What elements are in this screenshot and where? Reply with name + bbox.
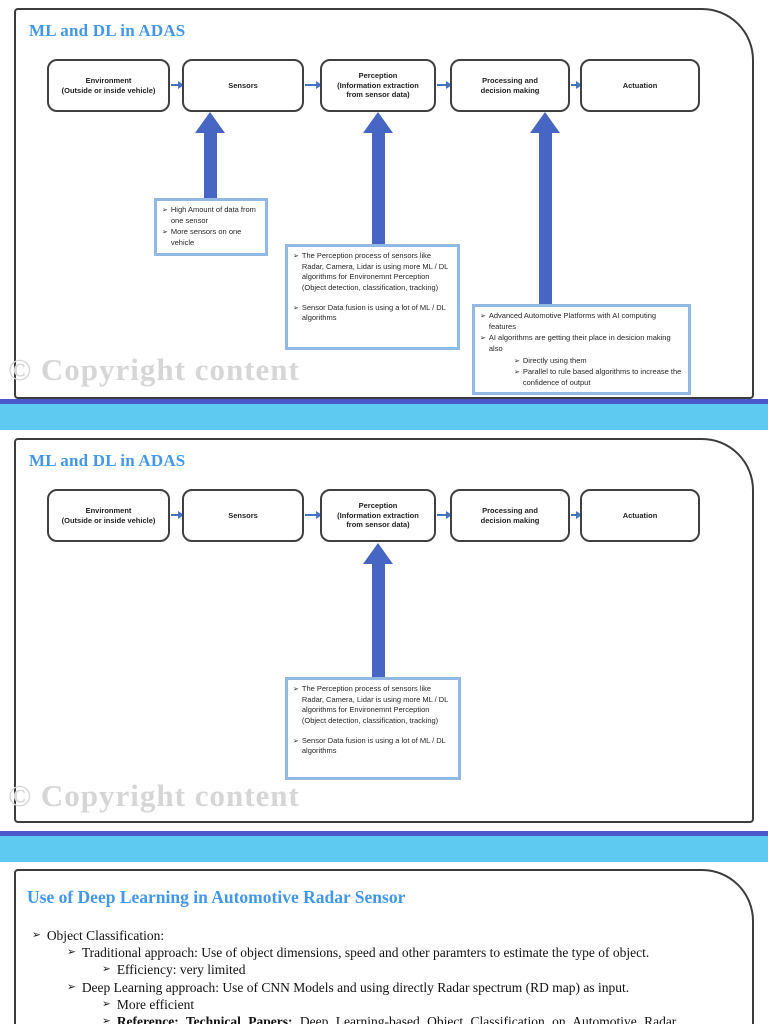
bullet-arrow-icon: ➢ [162, 206, 168, 214]
callout-text: High Amount of data from one sensor [170, 205, 256, 225]
copyright-watermark: © Copyright content [8, 778, 300, 813]
flow-box-environment: Environment (Outside or inside vehicle) [47, 59, 170, 112]
slide-2-title: ML and DL in ADAS [29, 451, 186, 470]
flow-connector-icon [305, 80, 322, 89]
bullet-text: Object Classification: [46, 928, 165, 943]
slide-1: ML and DL in ADAS Environment (Outside o… [8, 8, 754, 399]
bullet-text: Traditional approach: Use of object dime… [81, 945, 650, 961]
flow-box-processing: Processing and decision making [450, 489, 570, 542]
up-arrow-icon [363, 543, 393, 677]
slide-3-title: Use of Deep Learning in Automotive Radar… [27, 887, 406, 907]
list-item: ➢ Deep Learning approach: Use of CNN Mod… [32, 979, 736, 996]
callout-perception: ➢The Perception process of sensors like … [285, 677, 461, 780]
callout-text: The Perception process of sensors like R… [301, 684, 449, 725]
flow-connector-icon [171, 80, 184, 89]
bullet-arrow-icon: ➢ [102, 963, 111, 976]
divider-band [0, 403, 768, 430]
callout-text: The Perception process of sensors like R… [301, 251, 449, 292]
bullet-arrow-icon: ➢ [102, 997, 111, 1010]
divider-line [0, 831, 768, 836]
flow-box-environment: Environment (Outside or inside vehicle) [47, 489, 170, 542]
flow-connector-icon [305, 510, 322, 519]
flow-box-perception: Perception (Information extraction from … [320, 59, 436, 112]
copyright-watermark: © Copyright content [8, 352, 300, 387]
bullet-arrow-icon: ➢ [162, 228, 168, 237]
slide-3-bullet-list: ➢ Object Classification: ➢ Traditional a… [32, 927, 736, 1024]
flow-connector-icon [171, 510, 184, 519]
callout-text: More sensors on one vehicle [170, 227, 242, 247]
bullet-arrow-icon: ➢ [480, 312, 486, 320]
flow-connector-icon [571, 80, 582, 89]
callout-processing: ➢Advanced Automotive Platforms with AI c… [472, 304, 691, 395]
bullet-arrow-icon: ➢ [514, 368, 520, 377]
bullet-arrow-icon: ➢ [293, 736, 299, 745]
slide-1-title: ML and DL in ADAS [29, 21, 186, 40]
list-item: ➢ More efficient [32, 996, 736, 1013]
flow-box-sensors: Sensors [182, 59, 304, 112]
flow-connector-icon [437, 80, 452, 89]
reference-text: Deep Learning-based Object Classificatio… [299, 1014, 677, 1024]
callout-text: AI algorithms are getting their place in… [488, 333, 671, 353]
flow-box-actuation: Actuation [580, 59, 700, 112]
callout-text: Directly using them [522, 355, 587, 365]
divider-band [0, 835, 768, 862]
up-arrow-icon [195, 112, 225, 198]
bullet-text: Reference: Technical Papers: Deep Learni… [117, 1013, 677, 1024]
bullet-arrow-icon: ➢ [67, 980, 76, 993]
flow-connector-icon [437, 510, 452, 519]
up-arrow-icon [363, 112, 393, 244]
bullet-arrow-icon: ➢ [480, 334, 486, 343]
flow-box-sensors: Sensors [182, 489, 304, 542]
flow-box-perception: Perception (Information extraction from … [320, 489, 436, 542]
list-item: ➢ Object Classification: [32, 927, 736, 944]
callout-text: Sensor Data fusion is using a lot of ML … [301, 735, 446, 756]
bullet-text: More efficient [116, 996, 195, 1012]
bullet-arrow-icon: ➢ [102, 1015, 111, 1024]
bullet-arrow-icon: ➢ [32, 929, 41, 941]
list-item-reference: ➢ Reference: Technical Papers: Deep Lear… [32, 1013, 736, 1024]
list-item: ➢ Efficiency: very limited [32, 961, 736, 978]
up-arrow-icon [530, 112, 560, 304]
divider-line [0, 399, 768, 404]
flow-connector-icon [571, 510, 582, 519]
slide-2: ML and DL in ADAS Environment (Outside o… [8, 438, 754, 823]
bullet-arrow-icon: ➢ [514, 356, 520, 365]
callout-text: Sensor Data fusion is using a lot of ML … [301, 302, 446, 323]
bullet-arrow-icon: ➢ [293, 685, 299, 693]
bullet-text: Deep Learning approach: Use of CNN Model… [81, 979, 630, 995]
callout-text: Parallel to rule based algorithms to inc… [522, 367, 682, 387]
callout-sensors: ➢High Amount of data from one sensor ➢Mo… [154, 198, 268, 256]
bullet-text: Efficiency: very limited [116, 962, 246, 978]
bullet-arrow-icon: ➢ [293, 303, 299, 312]
bullet-arrow-icon: ➢ [293, 252, 299, 260]
list-item: ➢ Traditional approach: Use of object di… [32, 944, 736, 961]
callout-text: Advanced Automotive Platforms with AI co… [488, 311, 657, 331]
flow-box-actuation: Actuation [580, 489, 700, 542]
reference-label: Reference: Technical Papers: [116, 1014, 293, 1024]
bullet-arrow-icon: ➢ [67, 946, 76, 959]
callout-perception: ➢The Perception process of sensors like … [285, 244, 460, 350]
flow-box-processing: Processing and decision making [450, 59, 570, 112]
slide-3: Use of Deep Learning in Automotive Radar… [14, 869, 754, 1024]
